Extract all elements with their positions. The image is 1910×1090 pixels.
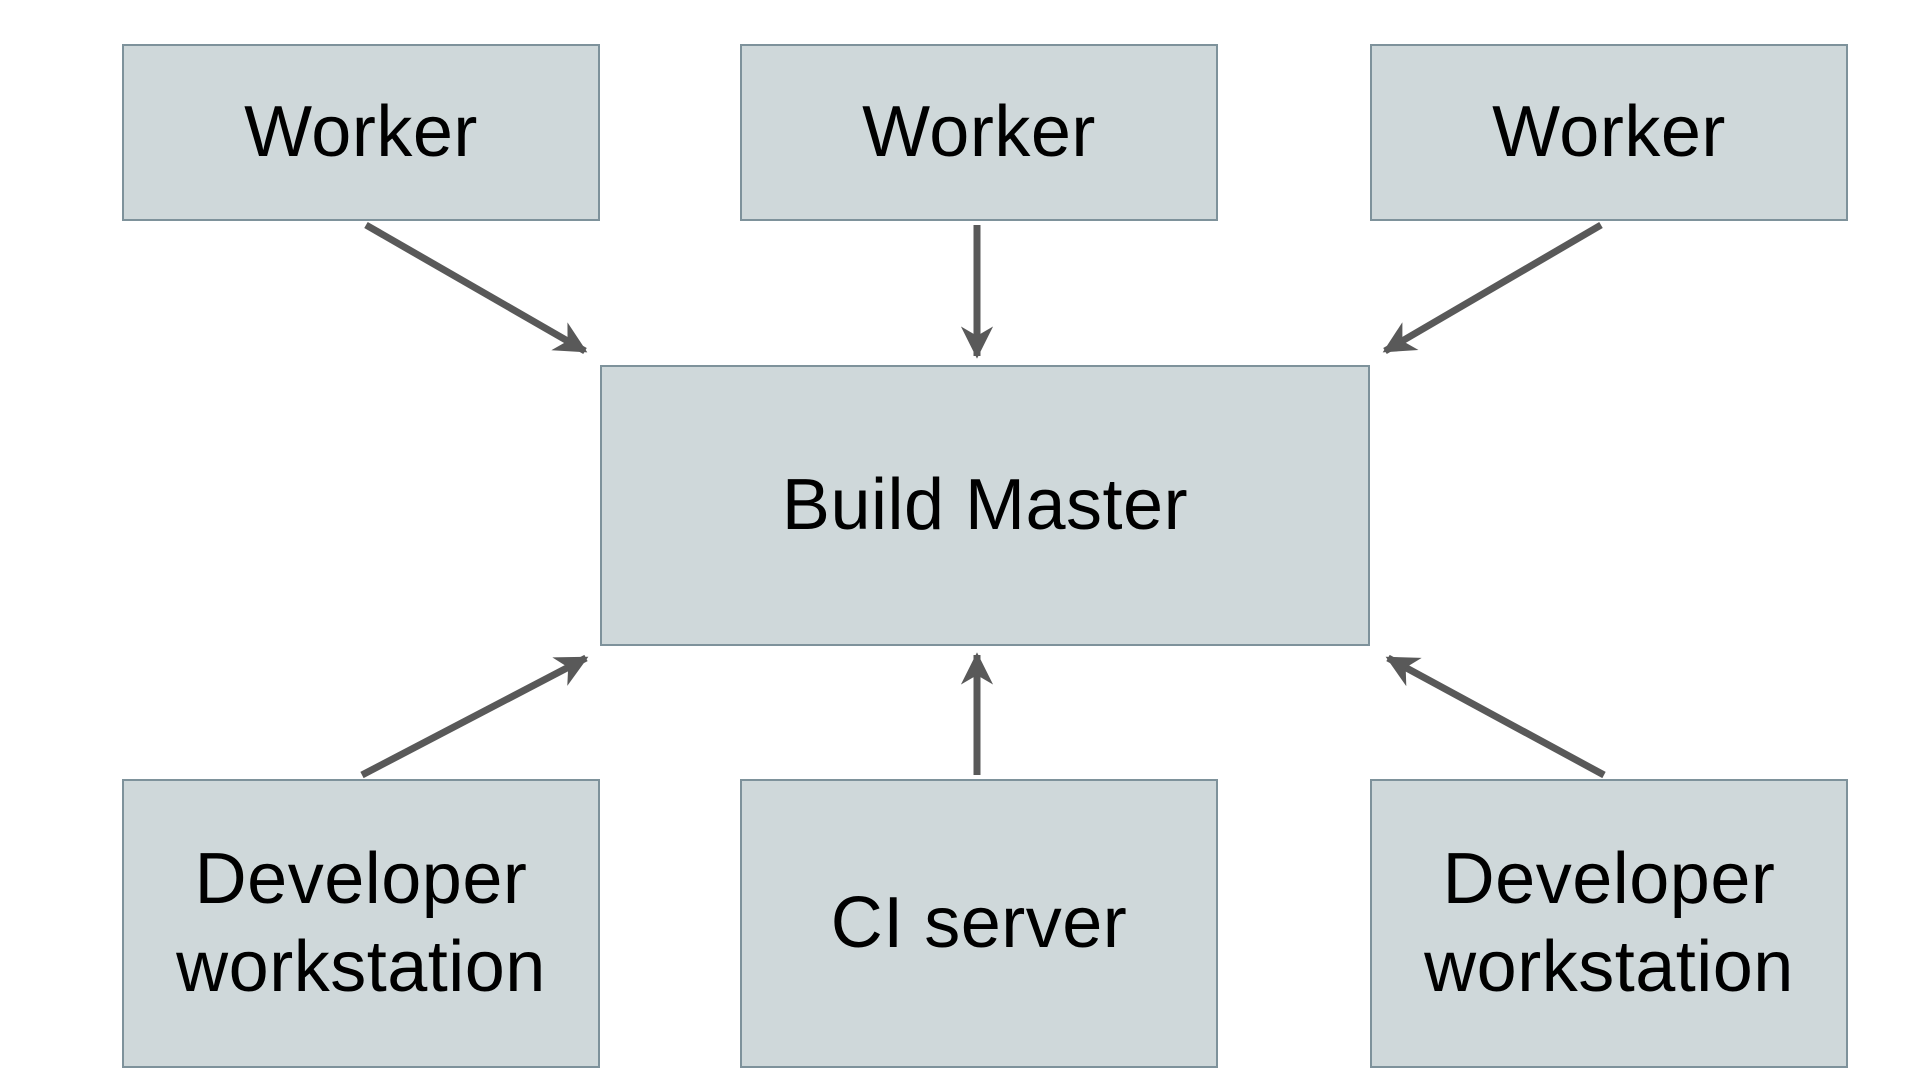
arrow-worker-3-to-build-master xyxy=(1382,221,1603,355)
node-ci-server: CI server xyxy=(740,779,1218,1068)
node-worker-2: Worker xyxy=(740,44,1218,221)
node-label: CI server xyxy=(830,882,1128,963)
node-label: Developer workstation xyxy=(1424,838,1794,1007)
node-label: Worker xyxy=(862,91,1096,172)
node-label: Worker xyxy=(1492,91,1726,172)
node-worker-3: Worker xyxy=(1370,44,1848,221)
arrow-worker-1-to-build-master xyxy=(364,221,588,355)
arrow-developer-workstation-left-to-build-master xyxy=(360,654,589,779)
node-label: Worker xyxy=(244,91,478,172)
arrow-developer-workstation-right-to-build-master xyxy=(1385,654,1606,779)
node-worker-1: Worker xyxy=(122,44,600,221)
node-label: Developer workstation xyxy=(176,838,546,1007)
node-developer-workstation-right: Developer workstation xyxy=(1370,779,1848,1068)
node-developer-workstation-left: Developer workstation xyxy=(122,779,600,1068)
node-label: Build Master xyxy=(781,464,1189,545)
node-build-master: Build Master xyxy=(600,365,1370,646)
